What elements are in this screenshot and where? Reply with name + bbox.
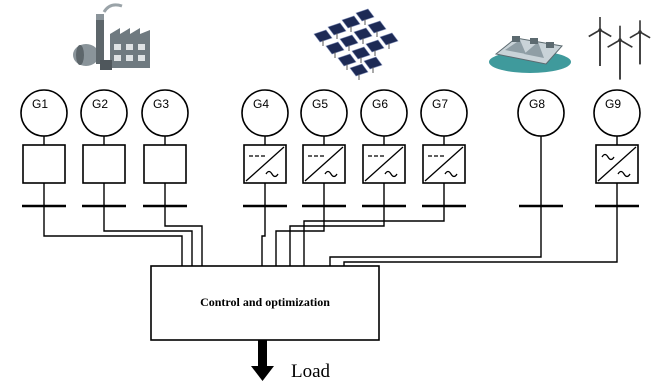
wire-g3	[164, 206, 203, 266]
wind-turbines-icon	[588, 17, 651, 80]
generator-label: G4	[253, 97, 269, 111]
generator-g5: G5	[300, 89, 348, 208]
generator-g6: G6	[360, 89, 408, 208]
generator-label: G9	[605, 97, 621, 111]
generator-g4: G4	[241, 89, 289, 208]
generator-label: G8	[529, 97, 545, 111]
load-label: Load	[291, 361, 331, 382]
wire-g4	[261, 206, 266, 266]
generator-g2: G2	[80, 89, 128, 208]
generator-g7: G7	[420, 89, 468, 208]
arrow-down-icon	[251, 340, 274, 381]
generator-label: G3	[153, 97, 169, 111]
generator-row: G1 G2 G3 G4 G5 G6 G7 G8 G9	[20, 89, 641, 208]
generator-label: G2	[92, 97, 108, 111]
generator-g9: G9	[593, 89, 641, 208]
hydro-dam-icon	[489, 36, 571, 73]
control-label: Control and optimization	[200, 295, 330, 309]
wire-g5	[275, 206, 325, 266]
generator-label: G5	[312, 97, 328, 111]
generator-label: G7	[432, 97, 448, 111]
wire-g9	[343, 206, 618, 266]
generator-g3: G3	[141, 89, 189, 208]
generator-g1: G1	[20, 89, 68, 208]
wire-g2	[103, 206, 193, 266]
control-box: Control and optimization	[150, 265, 380, 341]
connection-wires	[43, 206, 618, 266]
wire-g1	[43, 206, 183, 266]
converter-box	[22, 144, 66, 184]
converter-box	[143, 144, 187, 184]
wire-g8	[329, 206, 542, 266]
generator-label: G1	[32, 97, 48, 111]
wire-g7	[303, 206, 445, 266]
wire-g6	[289, 206, 385, 266]
converter-box	[82, 144, 126, 184]
generator-g8: G8	[517, 89, 565, 208]
generator-label: G6	[372, 97, 388, 111]
factory-icon	[73, 3, 150, 70]
solar-panels-icon	[313, 8, 399, 80]
